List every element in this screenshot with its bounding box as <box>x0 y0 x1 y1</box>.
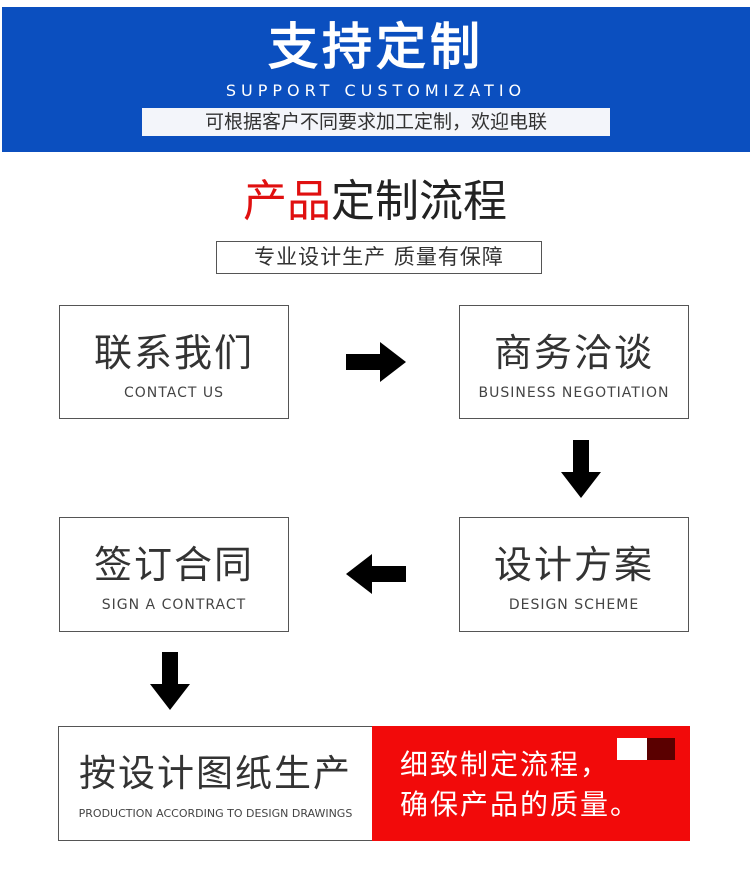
step-cn: 按设计图纸生产 <box>79 752 352 795</box>
banner-note: 可根据客户不同要求加工定制，欢迎电联 <box>142 108 610 136</box>
note-line-1: 细致制定流程， <box>400 748 611 781</box>
title-rest: 定制流程 <box>331 176 507 227</box>
note-line-2: 确保产品的质量。 <box>400 788 641 821</box>
step-production: 按设计图纸生产 PRODUCTION ACCORDING TO DESIGN D… <box>58 726 373 841</box>
arrow-down-icon <box>150 652 190 710</box>
step-cn: 联系我们 <box>93 331 254 375</box>
arrow-right-icon <box>346 342 406 382</box>
step-en: PRODUCTION ACCORDING TO DESIGN DRAWINGS <box>78 807 353 820</box>
decor-square-white <box>617 738 647 760</box>
step-design-scheme: 设计方案 DESIGN SCHEME <box>459 517 689 632</box>
arrow-down-icon <box>561 440 601 498</box>
decor-square-dark <box>647 738 675 760</box>
arrow-left-icon <box>346 554 406 594</box>
step-en: BUSINESS NEGOTIATION <box>478 385 670 401</box>
step-en: DESIGN SCHEME <box>508 597 640 613</box>
step-cn: 设计方案 <box>493 543 654 587</box>
step-sign-contract: 签订合同 SIGN A CONTRACT <box>59 517 289 632</box>
step-cn: 商务洽谈 <box>493 331 654 375</box>
step-en: SIGN A CONTRACT <box>101 597 247 613</box>
banner-subtitle: SUPPORT CUSTOMIZATIO <box>225 81 527 100</box>
banner: 支持定制 SUPPORT CUSTOMIZATIO 可根据客户不同要求加工定制，… <box>2 7 750 152</box>
step-en: CONTACT US <box>124 385 224 401</box>
banner-title: 支持定制 <box>268 18 484 76</box>
step-contact-us: 联系我们 CONTACT US <box>59 305 289 419</box>
title-red: 产品 <box>243 176 331 227</box>
page-subtitle: 专业设计生产 质量有保障 <box>216 241 542 274</box>
quality-note: 细致制定流程， 确保产品的质量。 <box>372 726 690 841</box>
page-title: 产品定制流程 <box>0 176 750 228</box>
step-business-negotiation: 商务洽谈 BUSINESS NEGOTIATION <box>459 305 689 419</box>
step-cn: 签订合同 <box>93 543 254 587</box>
